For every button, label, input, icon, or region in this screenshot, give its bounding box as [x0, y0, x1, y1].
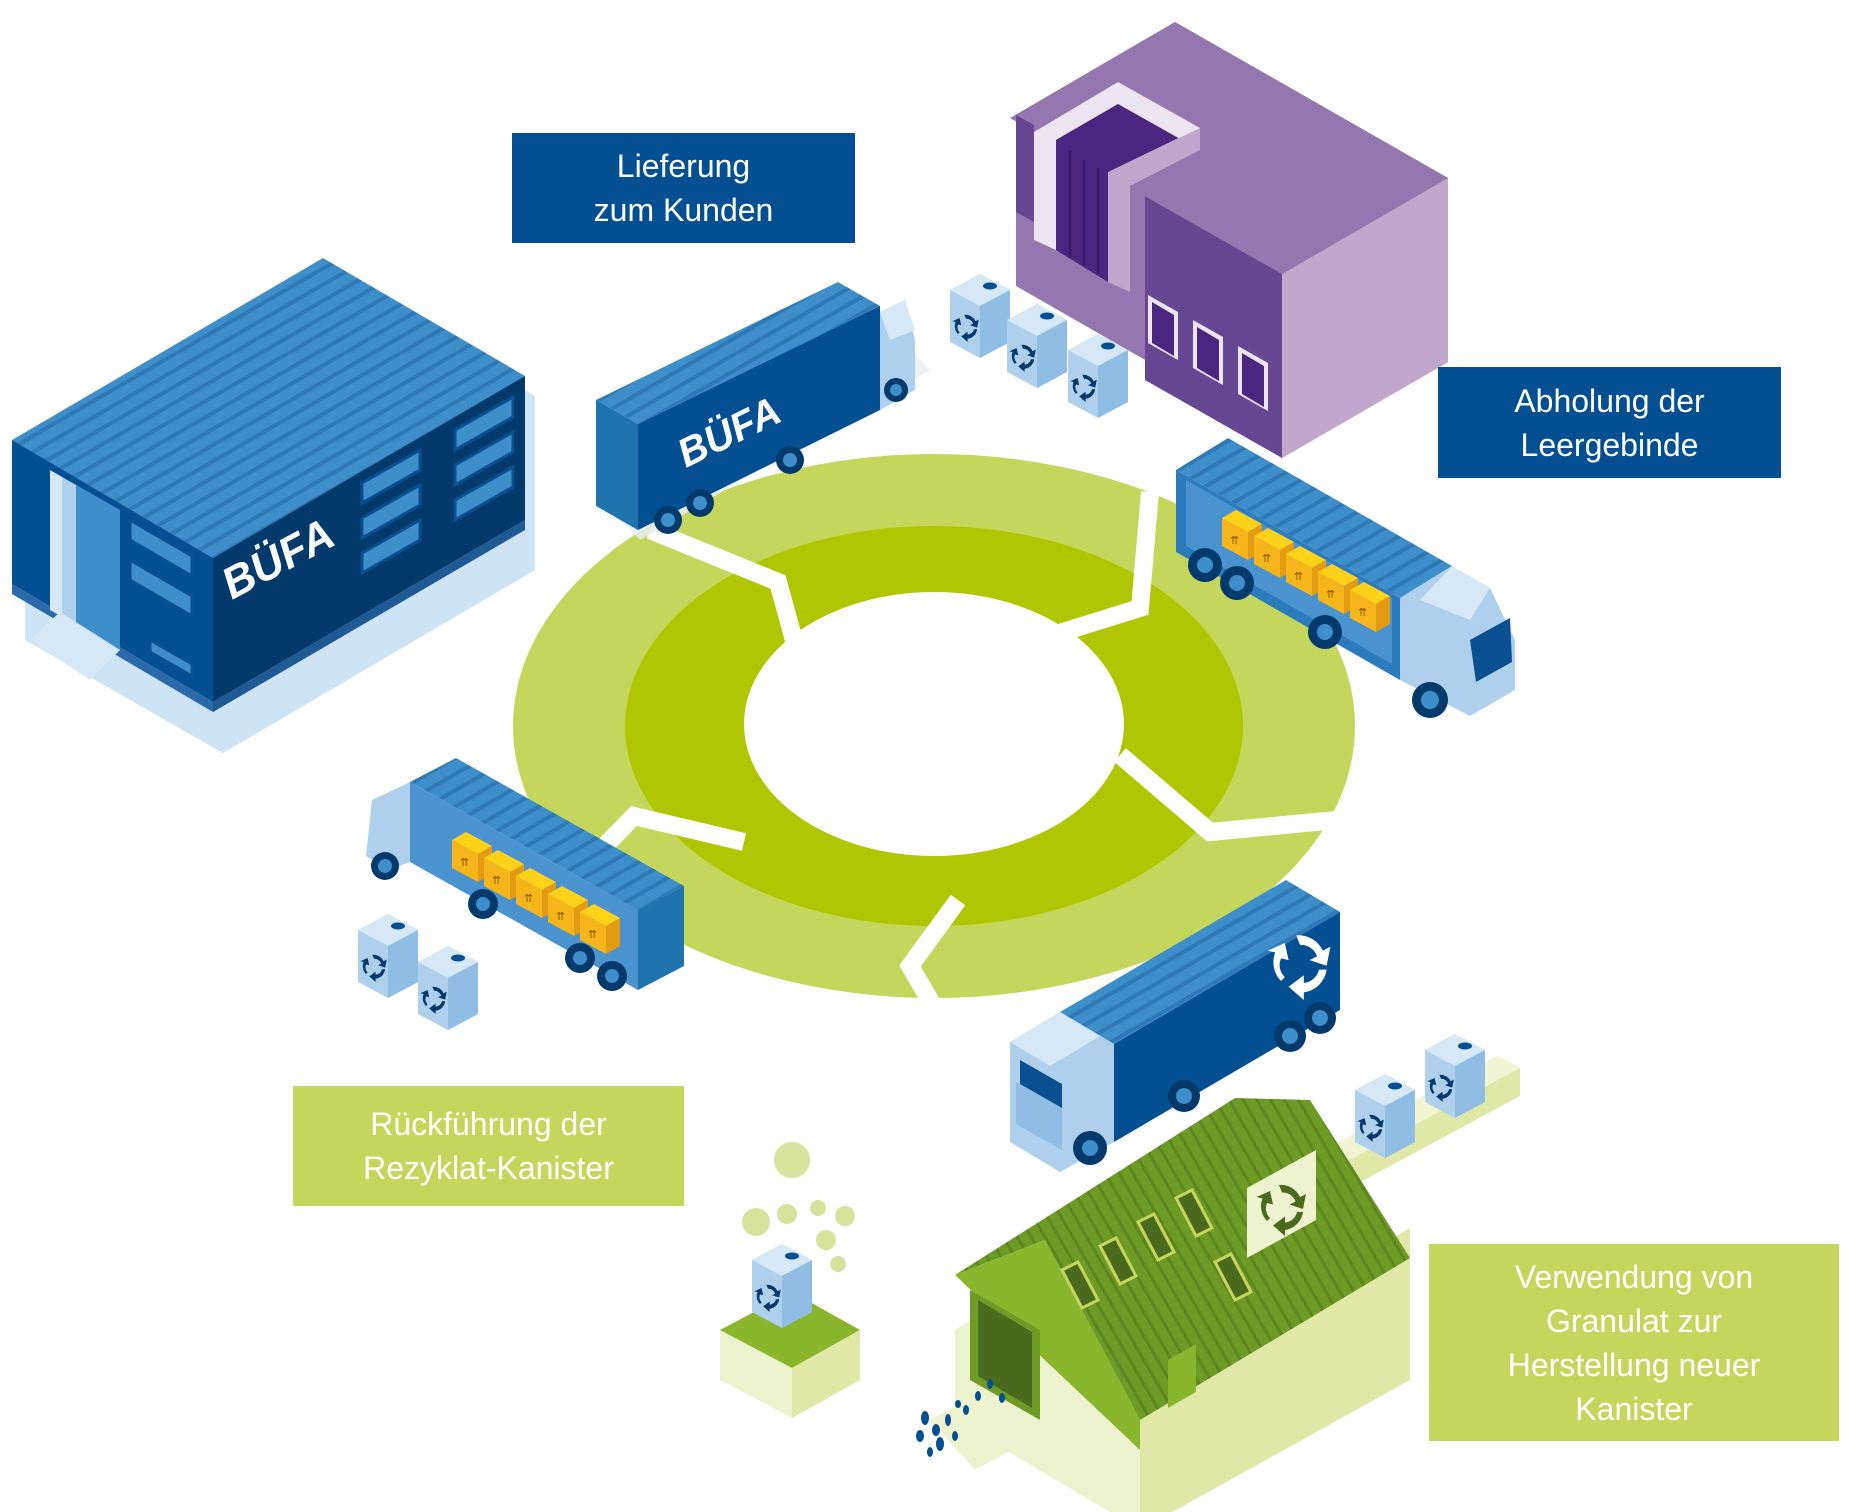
stage-label-granulate-use: Verwendung von Granulat zur Herstellung …	[1429, 1244, 1839, 1441]
stage-label-line: Lieferung	[616, 148, 751, 184]
stage-label-line: Herstellung neuer	[1507, 1346, 1761, 1383]
return-truck	[366, 758, 684, 991]
stage-label-pickup: Abholung der Leergebinde	[1438, 367, 1781, 478]
stage-label-line: Verwendung von	[1514, 1258, 1754, 1295]
stage-label-line: zum Kunden	[593, 192, 774, 228]
canister-icon	[1068, 334, 1128, 418]
canister-icon	[358, 914, 418, 998]
stage-label-line: Granulat zur	[1545, 1302, 1723, 1339]
delivery-truck: BÜFA	[596, 282, 930, 540]
stage-label-line: Rezyklat-Kanister	[363, 1150, 614, 1186]
bufa-warehouse: BÜFA	[12, 258, 535, 753]
pickup-truck	[1176, 438, 1515, 718]
canister-icon	[1425, 1034, 1485, 1118]
canister-icon	[418, 946, 478, 1030]
conveyor	[1320, 1034, 1520, 1192]
stage-label-line: Leergebinde	[1520, 426, 1699, 463]
bubbles	[742, 1142, 855, 1272]
recycling-truck	[1010, 880, 1340, 1172]
customer-building	[1010, 22, 1448, 458]
canister-icon	[1355, 1074, 1415, 1158]
cycle-ring	[513, 454, 1359, 1065]
stage-label-line: Rückführung der	[370, 1106, 607, 1142]
stage-label-line: Abholung der	[1514, 382, 1705, 419]
stage-label-return: Rückführung der Rezyklat-Kanister	[293, 1086, 684, 1206]
canister-icon	[950, 274, 1010, 358]
canister-icon	[1007, 304, 1067, 388]
recycling-plant	[916, 1098, 1410, 1512]
recyclate-canisters	[358, 914, 478, 1030]
granulate	[916, 1379, 1005, 1457]
stage-label-line: Kanister	[1575, 1390, 1693, 1427]
new-canister-pedestal	[720, 1142, 860, 1418]
canister-icon	[752, 1244, 812, 1328]
stage-label-delivery: Lieferung zum Kunden	[512, 133, 855, 243]
ring-hole	[744, 592, 1124, 856]
